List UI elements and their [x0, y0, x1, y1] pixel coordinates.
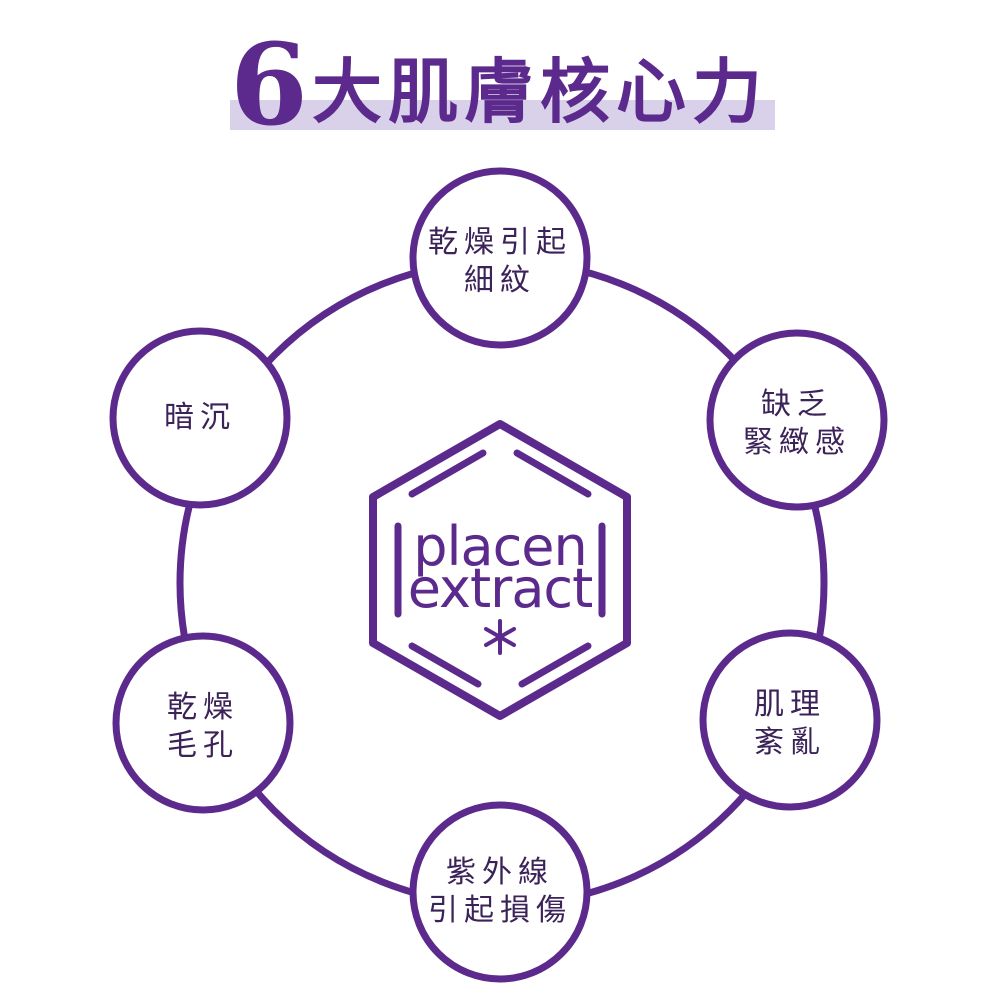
badge-line-extract: extract	[407, 557, 594, 620]
node-label-upper-left: 暗沉	[100, 399, 300, 437]
title: 6 大肌膚核心力	[230, 30, 790, 150]
node-label-line: 紫外線	[446, 855, 554, 890]
node-label-upper-right: 缺乏 緊緻感	[697, 386, 897, 462]
node-circle-lower-left	[112, 632, 294, 814]
node-label-top: 乾燥引起 細紋	[400, 224, 600, 300]
node-label-line: 細紋	[464, 263, 536, 298]
node-label-line: 肌理	[754, 687, 826, 722]
node-circle-bottom	[409, 801, 591, 983]
title-highlight-bar	[230, 100, 775, 130]
node-label-line: 毛孔	[167, 728, 239, 763]
badge-line-placen: placen	[413, 515, 588, 578]
node-circle-upper-right	[706, 329, 888, 511]
node-label-line: 緊緻感	[743, 425, 851, 460]
node-label-line: 缺乏	[761, 387, 833, 422]
node-circle-upper-left	[109, 327, 291, 509]
node-label-line: 乾燥	[167, 690, 239, 725]
node-label-line: 紊亂	[754, 725, 826, 760]
title-number: 6	[230, 20, 308, 151]
node-label-bottom: 紫外線 引起損傷	[400, 854, 600, 930]
node-label-lower-left: 乾燥 毛孔	[103, 689, 303, 765]
node-label-line: 引起損傷	[428, 893, 572, 928]
node-label-line: 暗沉	[164, 400, 236, 435]
node-circle-top	[409, 167, 591, 349]
node-circle-lower-right	[699, 629, 881, 811]
asterisk-icon	[484, 619, 516, 655]
node-label-lower-right: 肌理 紊亂	[690, 686, 890, 762]
node-label-line: 乾燥引起	[428, 225, 572, 260]
title-text: 大肌膚核心力	[312, 51, 768, 133]
placen-extract-badge	[369, 420, 631, 720]
